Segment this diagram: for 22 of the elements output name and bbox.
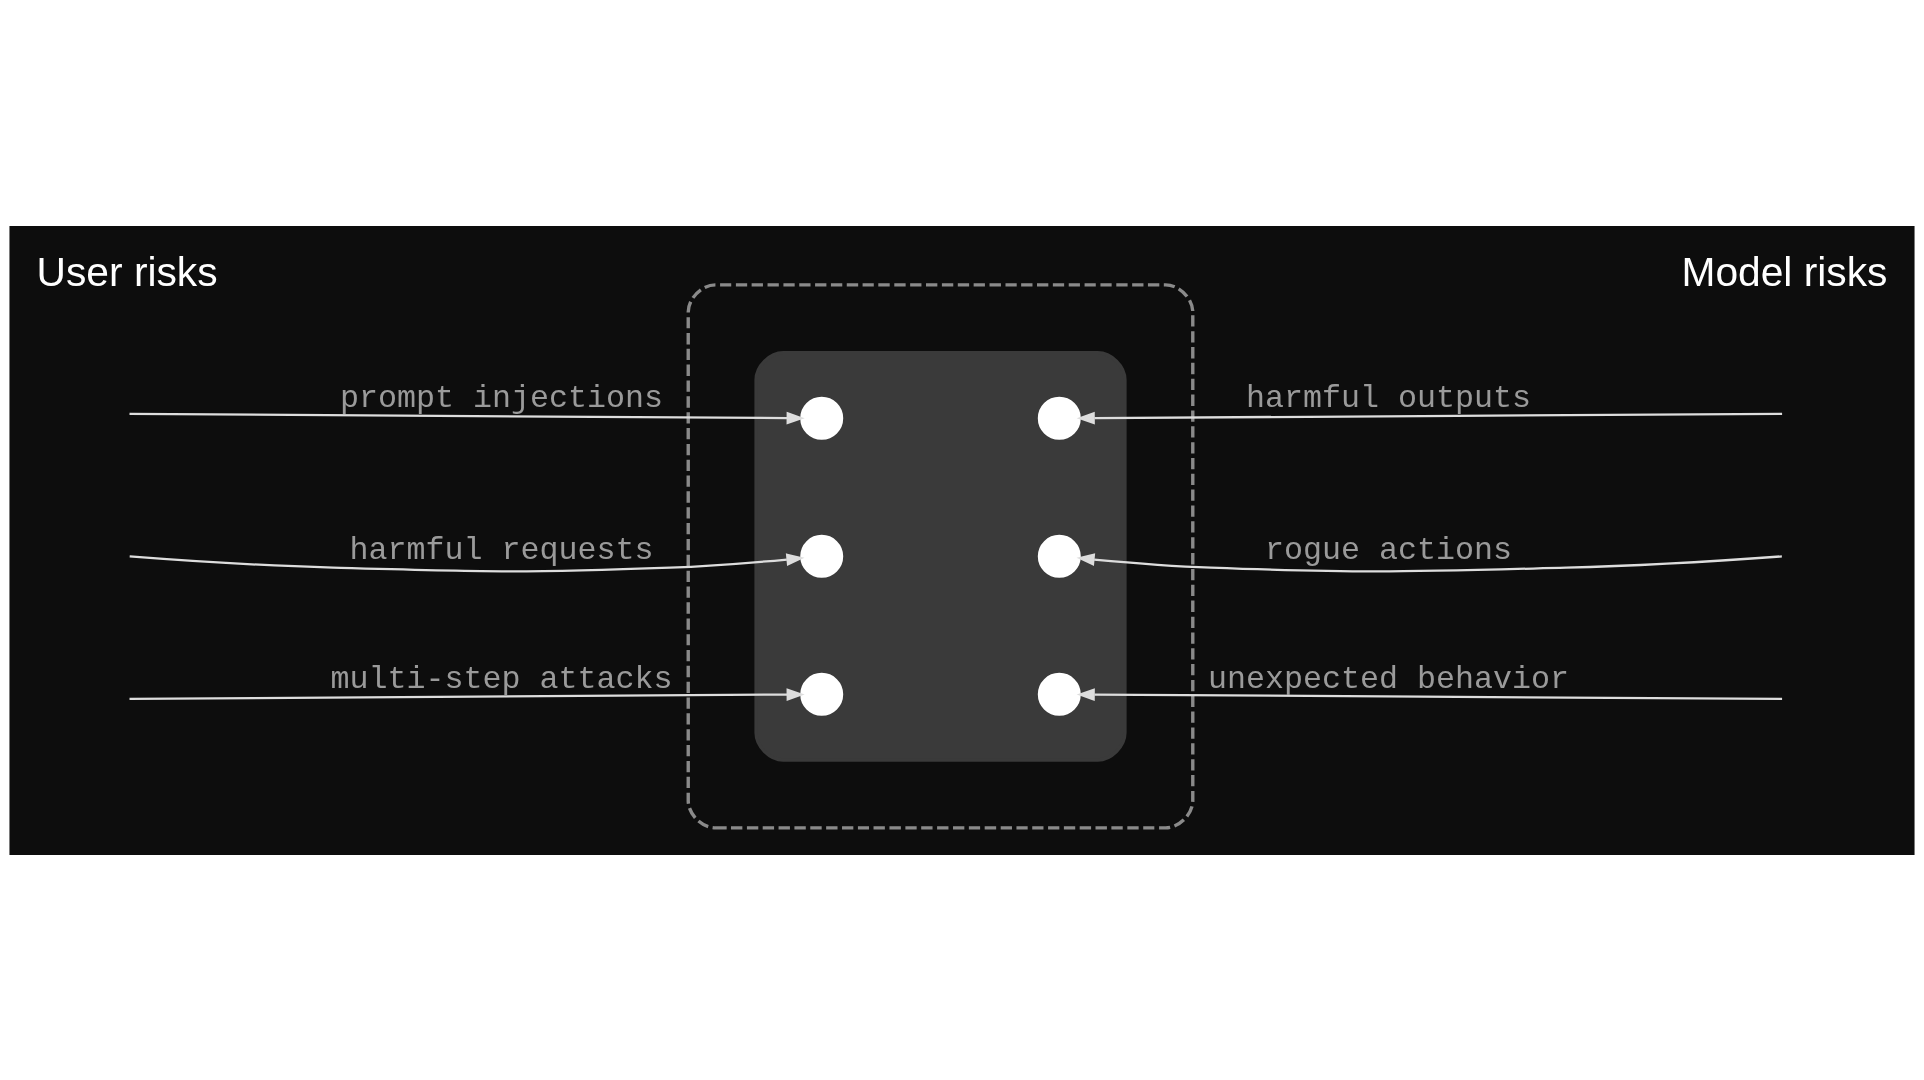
node-circle — [800, 672, 844, 716]
node-circle — [1037, 672, 1081, 716]
cluster — [754, 350, 1127, 762]
arrow — [1076, 687, 1783, 701]
arrow — [1076, 411, 1783, 424]
edge-label: prompt injections — [340, 380, 664, 417]
node-circle — [1037, 534, 1081, 578]
edge-label: harmful outputs — [1246, 380, 1531, 417]
edge-label: unexpected behavior — [1208, 661, 1569, 698]
arrow — [129, 552, 805, 572]
node-circle — [800, 534, 844, 578]
arrow — [129, 687, 805, 701]
edge-label: multi-step attacks — [330, 661, 673, 698]
node-circle — [1037, 396, 1081, 440]
edge-label: harmful requests — [349, 532, 654, 569]
node-circle — [800, 396, 844, 440]
label: User risks — [36, 248, 218, 295]
arrow — [129, 411, 805, 424]
label: Model risks — [1681, 248, 1888, 295]
edge-label: rogue actions — [1265, 532, 1512, 569]
cluster — [686, 282, 1195, 830]
arrow — [1076, 552, 1782, 573]
